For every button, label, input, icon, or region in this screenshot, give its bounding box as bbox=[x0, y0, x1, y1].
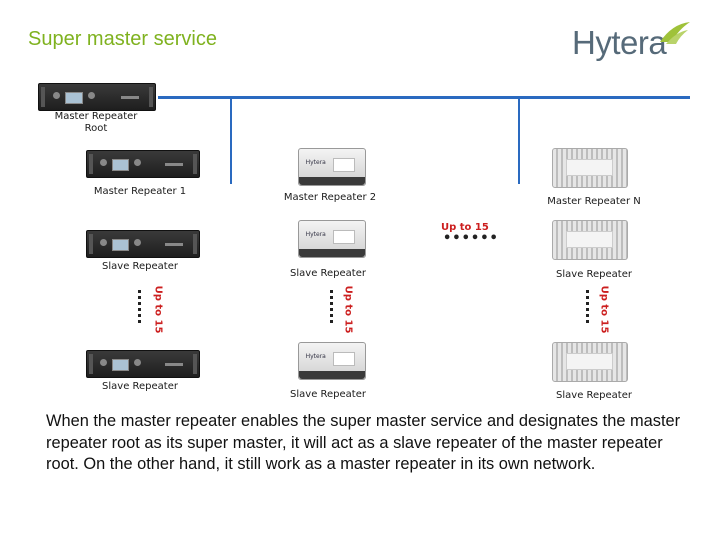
slave-repeater-device bbox=[552, 220, 628, 260]
slave-repeater-label: Slave Repeater bbox=[102, 261, 178, 272]
slave-repeater-label: Slave Repeater bbox=[290, 389, 366, 400]
master-repeater-1-label: Master Repeater 1 bbox=[93, 186, 187, 197]
ellipsis-dots bbox=[138, 290, 141, 326]
up-to-15-label: Up to 15 bbox=[152, 285, 164, 334]
slave-repeater-device bbox=[86, 230, 200, 258]
ellipsis-dots bbox=[330, 290, 333, 326]
up-to-15-label: Up to 15 bbox=[441, 222, 489, 233]
description-text: When the master repeater enables the sup… bbox=[46, 412, 681, 473]
link-line-masterN bbox=[518, 96, 520, 184]
ellipsis-dots bbox=[586, 290, 589, 326]
slave-repeater-device bbox=[86, 350, 200, 378]
master-repeater-n-label: Master Repeater N bbox=[547, 196, 641, 207]
master-repeater-2-label: Master Repeater 2 bbox=[283, 192, 377, 203]
slave-repeater-label: Slave Repeater bbox=[556, 269, 632, 280]
slave-repeater-label: Slave Repeater bbox=[556, 390, 632, 401]
wing-icon bbox=[660, 22, 690, 44]
slave-repeater-label: Slave Repeater bbox=[102, 381, 178, 392]
master-repeater-n-device bbox=[552, 148, 628, 188]
slave-repeater-device bbox=[552, 342, 628, 382]
master-repeater-1-device bbox=[86, 150, 200, 178]
link-line-master2 bbox=[230, 96, 232, 184]
hytera-logo: Hytera bbox=[572, 22, 690, 61]
backbone-line bbox=[158, 96, 690, 99]
master-repeater-2-device: Hytera bbox=[298, 148, 366, 186]
slave-repeater-device: Hytera bbox=[298, 220, 366, 258]
up-to-15-label: Up to 15 bbox=[342, 285, 354, 334]
slave-repeater-device: Hytera bbox=[298, 342, 366, 380]
ellipsis-dots: •••••• bbox=[443, 231, 499, 246]
up-to-15-label: Up to 15 bbox=[598, 285, 610, 334]
logo-wordmark: Hytera bbox=[572, 24, 667, 61]
master-repeater-root-device bbox=[38, 83, 156, 111]
slide-title: Super master service bbox=[28, 28, 217, 50]
slave-repeater-label: Slave Repeater bbox=[290, 268, 366, 279]
